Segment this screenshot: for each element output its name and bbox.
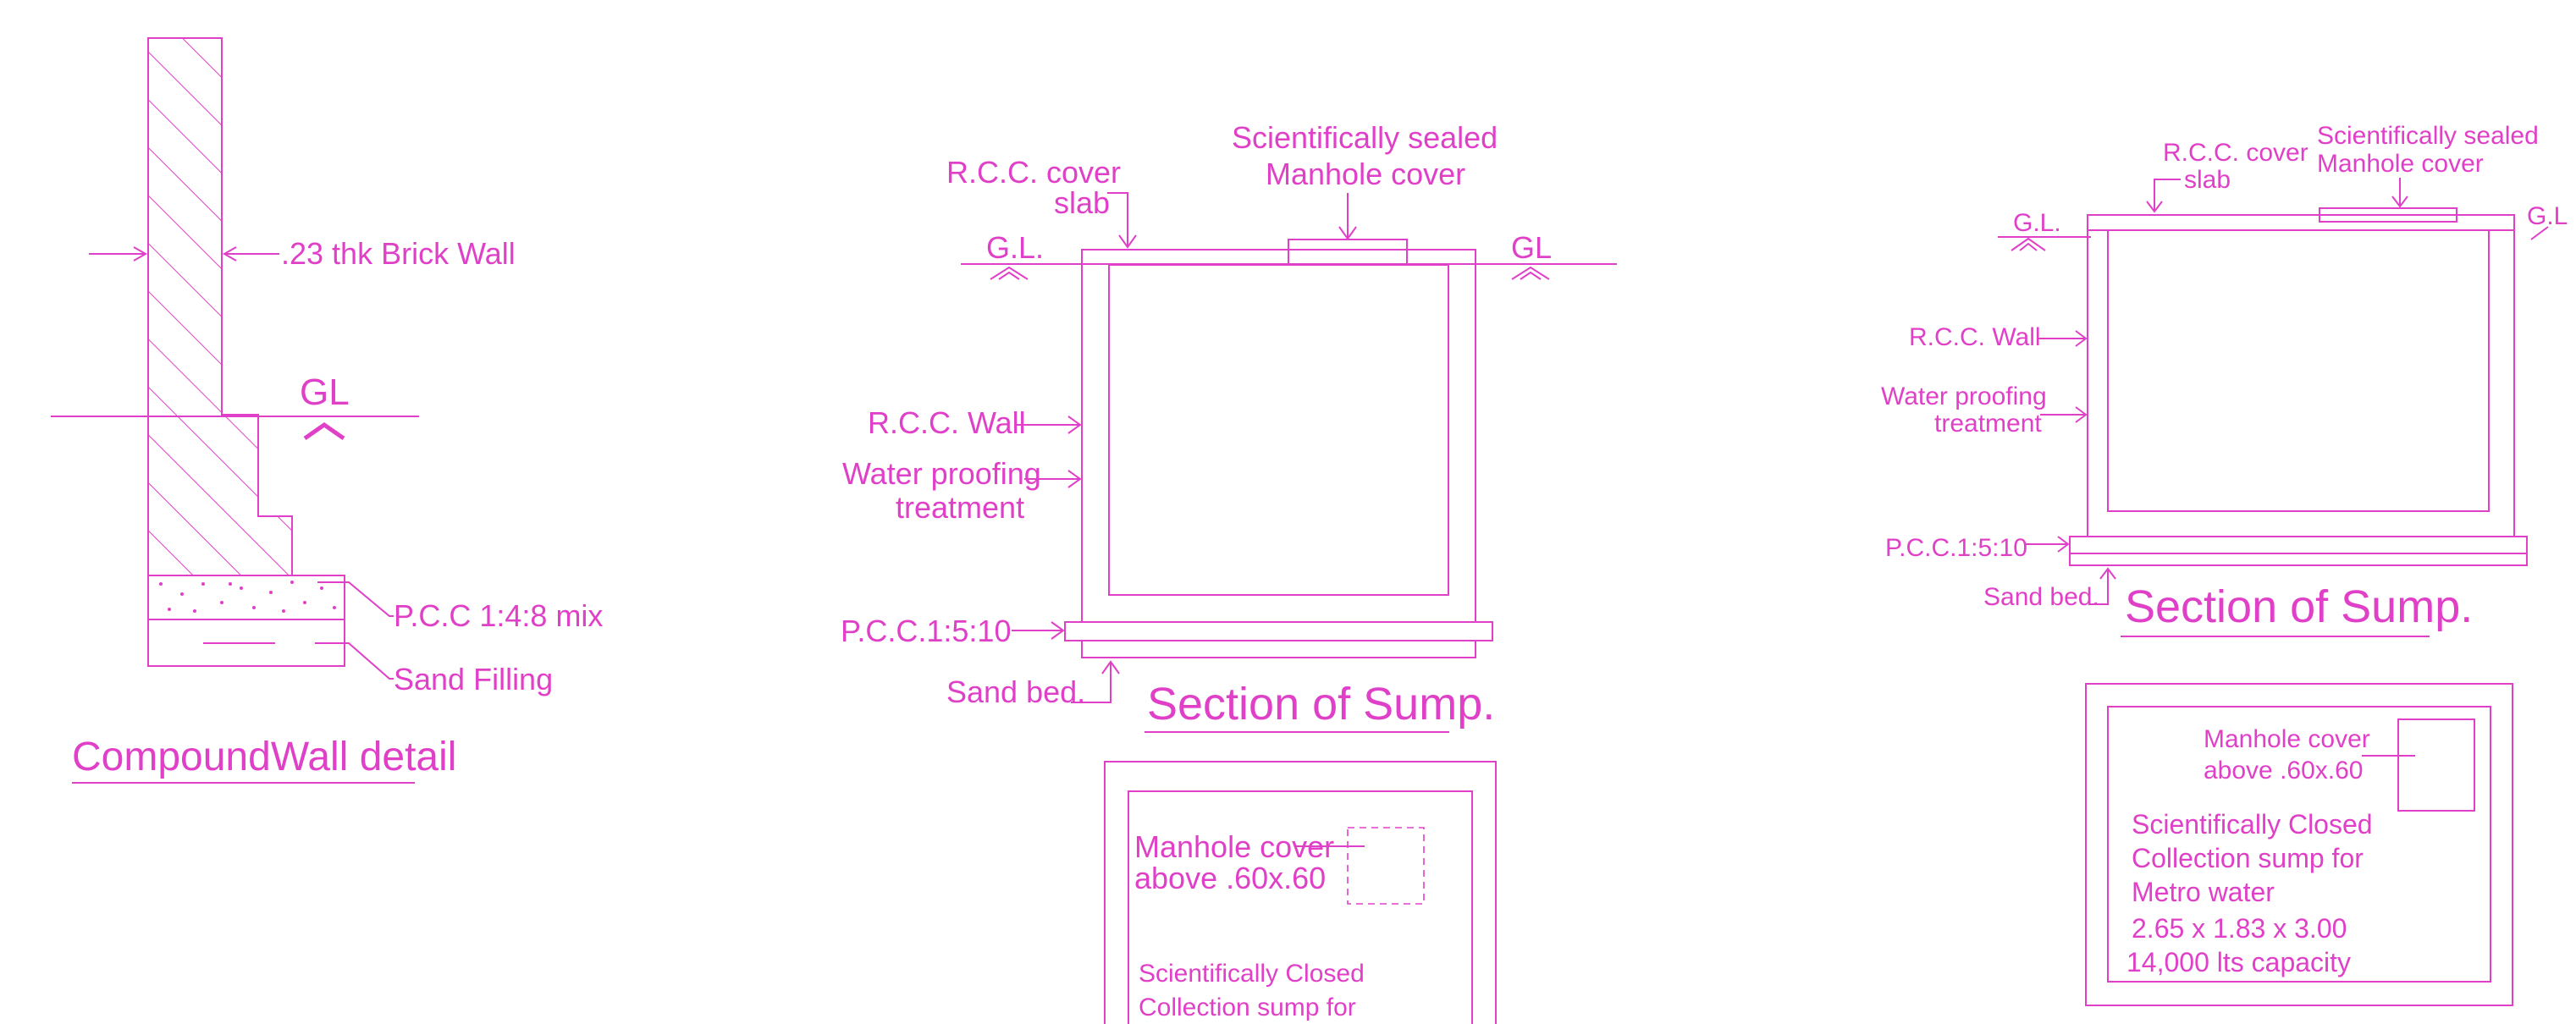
sand-bed-leader — [2089, 569, 2109, 605]
arrow-head-icon — [133, 246, 148, 262]
plan-desc-line-3: Metro water — [2132, 877, 2275, 907]
plan-outer — [1104, 761, 1497, 1024]
rcc-wall-label: R.C.C. Wall — [868, 405, 1026, 440]
arrow-head-icon — [2146, 201, 2163, 213]
sand-leader — [315, 642, 394, 680]
sand-bed — [1081, 640, 1476, 658]
rcc-cover-label-2: slab — [2184, 166, 2231, 194]
pcc-base — [2069, 536, 2528, 554]
gl-symbol — [2011, 237, 2046, 251]
plan-inner — [2107, 706, 2491, 983]
plan-desc-line-1: Scientifically Closed — [2132, 809, 2373, 840]
gl-right-label: GL — [1511, 230, 1552, 265]
pcc-layer — [147, 575, 345, 620]
arrow-head-icon — [2075, 330, 2088, 347]
plan-manhole-label-2: above .60x.60 — [2204, 757, 2363, 785]
waterproof-label-2: treatment — [1934, 410, 2042, 438]
tank-outer-wall — [2087, 214, 2515, 537]
waterproof-label: Water proofing — [842, 456, 1041, 491]
gl-symbol — [2530, 226, 2549, 240]
sand-bed-label: Sand bed. — [1983, 583, 2099, 611]
manhole-label-2: Manhole cover — [2317, 150, 2484, 178]
gl-symbol — [2019, 242, 2038, 251]
plan-outer — [2085, 683, 2513, 1006]
pcc-label: P.C.C.1:5:10 — [1885, 534, 2027, 562]
sump-section-title: Section of Sump. — [2125, 581, 2473, 632]
manhole-cover — [2319, 207, 2457, 223]
sand-bed-leader — [1071, 662, 1111, 703]
rcc-cover-label: R.C.C. cover — [2163, 139, 2308, 167]
manhole-label-2: Manhole cover — [1266, 157, 1465, 191]
gl-symbol — [998, 271, 1020, 280]
sump-section-right: G.L. G.L R.C.C. cover slab Scientificall… — [1881, 122, 2568, 1006]
plan-manhole-outline — [2397, 718, 2475, 812]
pcc-label: P.C.C 1:4:8 mix — [394, 598, 603, 633]
waterproof-label: Water proofing — [1881, 383, 2047, 410]
tank-inner-wall — [2107, 229, 2490, 512]
plan-manhole-outline — [1347, 827, 1425, 905]
rcc-wall-label: R.C.C. Wall — [1909, 323, 2041, 351]
plan-manhole-label: Manhole cover — [2204, 725, 2370, 753]
plan-desc-line-1: Scientifically Closed — [1139, 960, 1365, 988]
pcc-leader — [317, 581, 394, 617]
plan-manhole-label: Manhole cover — [1134, 829, 1334, 864]
sand-bed-label: Sand bed. — [946, 674, 1085, 709]
brick-wall-label: .23 thk Brick Wall — [281, 236, 516, 271]
plan-manhole-label-2: above .60x.60 — [1134, 861, 1326, 895]
gl-right-label: G.L — [2527, 202, 2568, 230]
rcc-cover-label: R.C.C. cover — [946, 155, 1121, 190]
sand-label: Sand Filling — [394, 662, 553, 696]
plan-dimensions: 2.65 x 1.83 x 3.00 — [2132, 913, 2347, 944]
arrow-head-icon — [1067, 416, 1082, 434]
arrow-head-icon — [2391, 195, 2408, 208]
gl-left-label: G.L. — [2013, 209, 2061, 237]
waterproof-label-2: treatment — [896, 490, 1024, 525]
arrow-head-icon — [1338, 226, 1357, 240]
rcc-cover-leader — [1107, 192, 1128, 247]
gl-symbol — [303, 421, 345, 441]
rcc-cover-leader — [2154, 179, 2181, 212]
arrow-head-icon — [1101, 660, 1120, 674]
gl-label: GL — [300, 372, 350, 413]
arrow-head-icon — [2057, 536, 2070, 553]
pcc-speckles — [159, 581, 336, 613]
arrow-head-icon — [2075, 406, 2088, 423]
gl-symbol — [1520, 271, 1542, 280]
manhole-label: Scientifically sealed — [2317, 122, 2539, 150]
arrow-head-icon — [222, 246, 237, 262]
sump-section-title: Section of Sump. — [1147, 679, 1495, 729]
plan-inner — [1128, 790, 1473, 1024]
arrow-head-icon — [1067, 470, 1082, 488]
gl-symbol — [990, 266, 1029, 280]
pcc-base — [1064, 621, 1493, 641]
manhole-cover — [1288, 239, 1408, 266]
arrow-head-icon — [2099, 567, 2116, 580]
plan-desc-line-2: Collection sump for — [1139, 994, 1356, 1021]
tank-outer-wall — [1081, 249, 1476, 623]
compound-wall-detail: GL .23 thk Brick Wall P.C.C 1:4:8 mix Sa… — [51, 37, 603, 784]
tank-inner-wall — [1108, 264, 1449, 596]
arrow-head-icon — [1051, 621, 1065, 640]
plan-capacity: 14,000 lts capacity — [2126, 947, 2351, 977]
sump-section-middle: G.L. GL R.C.C. cover slab Scientifically… — [841, 120, 1617, 1024]
arrow-head-icon — [1118, 234, 1137, 249]
sand-bed — [2069, 553, 2528, 566]
brick-wall — [147, 37, 293, 576]
compound-wall-title: CompoundWall detail — [72, 735, 456, 779]
manhole-label: Scientifically sealed — [1232, 120, 1498, 155]
gl-symbol — [1511, 266, 1550, 280]
gl-left-label: G.L. — [986, 230, 1044, 265]
pcc-label: P.C.C.1:5:10 — [841, 614, 1011, 648]
rcc-cover-label-2: slab — [1054, 185, 1110, 220]
plan-desc-line-2: Collection sump for — [2132, 843, 2364, 873]
